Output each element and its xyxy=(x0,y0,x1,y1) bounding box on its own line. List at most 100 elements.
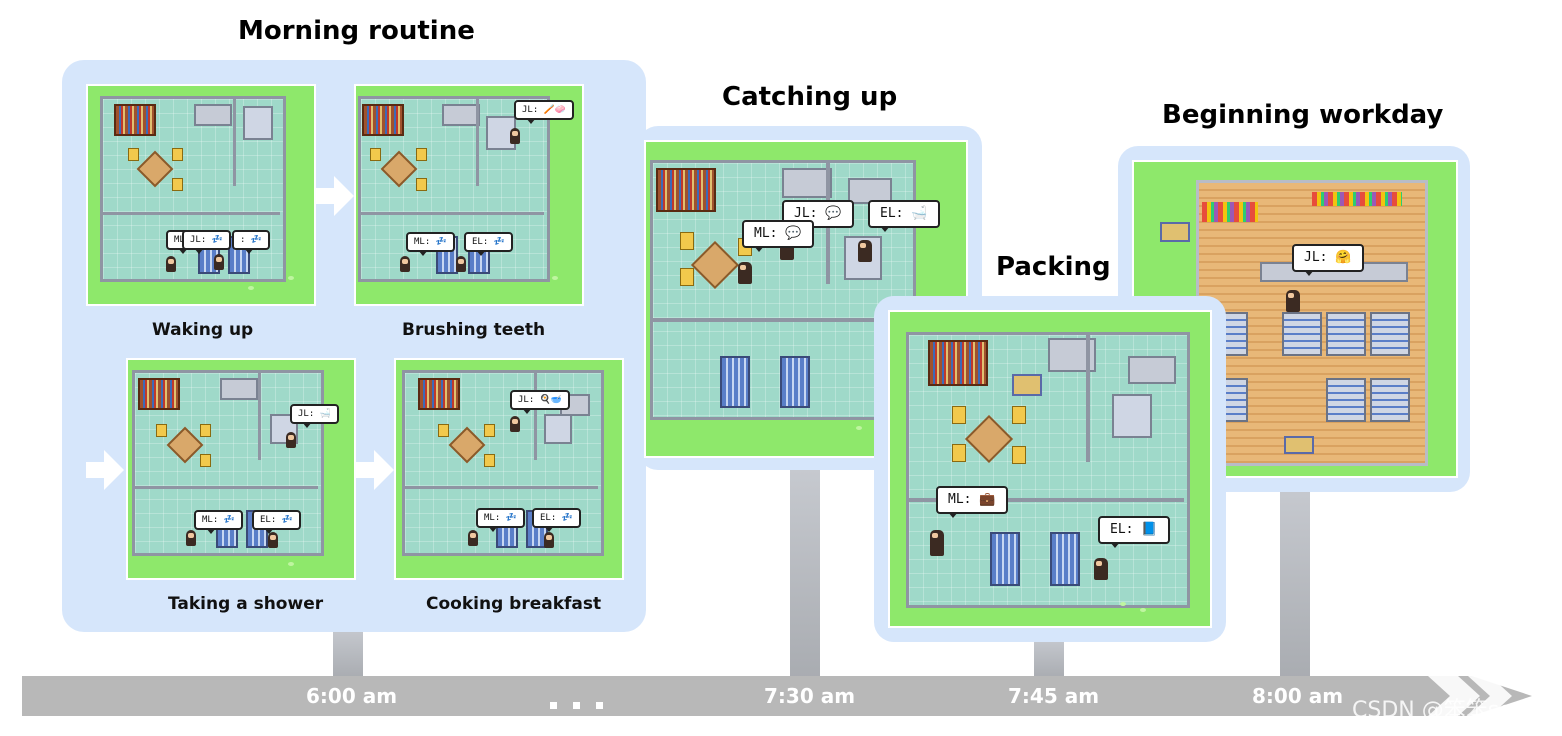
scene-beginning-workday: JL: 🤗 xyxy=(1132,160,1458,478)
character xyxy=(456,256,466,272)
door-mat xyxy=(1284,436,1314,454)
grass-dot xyxy=(856,426,862,430)
counter xyxy=(1128,356,1176,384)
counter xyxy=(442,104,480,126)
title-packing: Packing xyxy=(996,252,1111,282)
wall-picture xyxy=(1160,222,1190,242)
chair xyxy=(1012,406,1026,424)
wall xyxy=(534,370,537,460)
speech-bubble: EL: 💤 xyxy=(464,232,513,256)
chair xyxy=(1012,446,1026,464)
caption-brushing-teeth: Brushing teeth xyxy=(402,320,546,340)
speech-bubble: EL: 🛁 xyxy=(868,200,940,232)
character xyxy=(166,256,176,272)
shelf-rack xyxy=(1370,312,1410,356)
watermark: CSDN @笨笨sg xyxy=(1352,698,1514,723)
caption-taking-a-shower: Taking a shower xyxy=(168,594,324,614)
stem-6am xyxy=(333,628,363,678)
caption-cooking-breakfast: Cooking breakfast xyxy=(426,594,602,614)
stem-730am xyxy=(790,470,820,678)
caption-waking-up: Waking up xyxy=(152,320,254,340)
speech-bubble: JL: 🪥🧼 xyxy=(514,100,575,124)
bed xyxy=(1050,532,1080,586)
chair xyxy=(370,148,381,161)
shelf-rack xyxy=(1326,378,1366,422)
character xyxy=(214,254,224,270)
title-catching-up: Catching up xyxy=(722,82,898,112)
lamp-display xyxy=(1312,192,1402,206)
bathroom-sink xyxy=(544,414,572,444)
character xyxy=(510,416,520,432)
time-label-6am: 6:00 am xyxy=(306,684,398,708)
chair xyxy=(438,424,449,437)
time-label-8am: 8:00 am xyxy=(1252,684,1344,708)
chair xyxy=(416,178,427,191)
chair xyxy=(416,148,427,161)
speech-bubble: EL: 📘 xyxy=(1098,516,1170,548)
speech-bubble: EL: 💤 xyxy=(532,508,581,532)
character xyxy=(1286,290,1300,312)
bed xyxy=(990,532,1020,586)
character xyxy=(186,530,196,546)
speech-bubble: JL: 🍳🥣 xyxy=(510,390,571,414)
character xyxy=(400,256,410,272)
wall xyxy=(402,486,598,489)
arrow-right-icon xyxy=(316,176,354,216)
bookshelf xyxy=(138,378,180,410)
chair xyxy=(128,148,139,161)
chevron-right-icon xyxy=(1428,676,1512,716)
character xyxy=(510,128,520,144)
bed xyxy=(720,356,750,408)
bookshelf xyxy=(362,104,404,136)
wall xyxy=(100,212,280,215)
counter xyxy=(194,104,232,126)
grass-dot xyxy=(1120,602,1126,606)
wall xyxy=(650,318,910,322)
character xyxy=(286,432,296,448)
scene-brushing-teeth: JL: 🪥🧼 ML: 💤 EL: 💤 xyxy=(354,84,584,306)
bed xyxy=(780,356,810,408)
chair xyxy=(172,148,183,161)
wall xyxy=(1086,332,1090,462)
bathroom-sink xyxy=(243,106,273,140)
title-morning-routine: Morning routine xyxy=(238,16,475,46)
wall xyxy=(906,498,1184,502)
speech-bubble: ML: 💤 xyxy=(476,508,525,532)
character xyxy=(930,530,944,556)
speech-bubble: EL: 💤 xyxy=(252,510,301,534)
chair xyxy=(680,268,694,286)
chair xyxy=(484,424,495,437)
wall xyxy=(358,212,544,215)
time-label-730am: 7:30 am xyxy=(764,684,856,708)
chair xyxy=(200,454,211,467)
wall xyxy=(476,96,479,186)
chair xyxy=(156,424,167,437)
character xyxy=(858,240,872,262)
grass-dot xyxy=(248,286,254,290)
speech-bubble: ML: 💬 xyxy=(742,220,814,252)
scene-waking-up: ML: JL: 💤 : 💤 xyxy=(86,84,316,306)
speech-bubble: JL: 🤗 xyxy=(1292,244,1364,276)
wall xyxy=(132,486,318,489)
speech-bubble: : 💤 xyxy=(232,230,271,254)
ellipsis-icon xyxy=(550,694,619,713)
shelf-rack xyxy=(1326,312,1366,356)
timeline-bar xyxy=(22,676,1532,716)
chair xyxy=(200,424,211,437)
speech-bubble: JL: 🛁 xyxy=(290,404,339,428)
speech-bubble: JL: 💤 xyxy=(182,230,231,254)
arrow-right-icon xyxy=(86,450,124,490)
character xyxy=(544,532,554,548)
shelf-rack xyxy=(1282,312,1322,356)
character xyxy=(1094,558,1108,580)
bookshelf xyxy=(928,340,988,386)
bathroom-sink xyxy=(1112,394,1152,438)
stem-8am xyxy=(1280,488,1310,678)
grass-dot xyxy=(288,562,294,566)
speech-bubble: ML: 💼 xyxy=(936,486,1008,518)
character xyxy=(268,532,278,548)
wall xyxy=(258,370,261,460)
chair xyxy=(680,232,694,250)
wall-picture xyxy=(1012,374,1042,396)
grass-dot xyxy=(1140,608,1146,612)
